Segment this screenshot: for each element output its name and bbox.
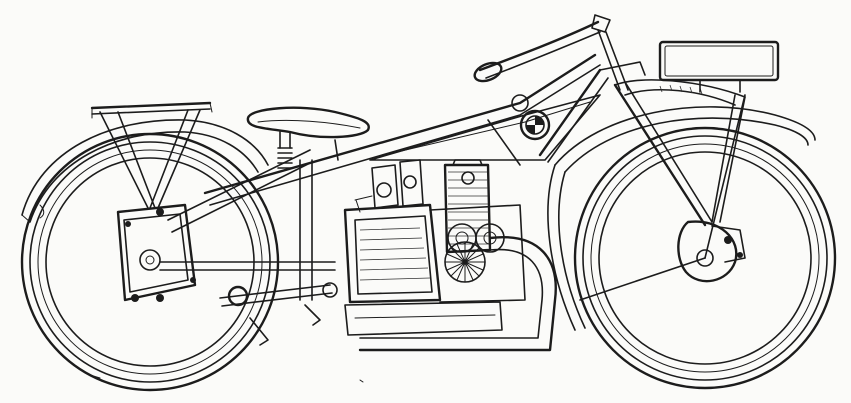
handlebar [473,14,646,91]
rear-fender-edge [21,204,45,223]
front-hub [677,220,746,283]
fuel-tank-inner [379,101,591,157]
exhaust-pipe-inner [359,248,544,339]
saddle [246,106,370,169]
ground-line [89,374,364,383]
number-plate [658,40,780,93]
front-fork [613,79,746,227]
frame-joint [511,94,529,112]
brake-rod [704,94,746,259]
engine [343,159,526,336]
rear-fender [21,119,269,216]
front-fender [554,106,816,166]
front-wheel [573,126,837,390]
front-fender-rear-arc-inner [558,171,586,329]
brand-roundel [519,109,551,141]
exhaust-pipe [358,235,557,352]
fuel-tank [369,94,601,161]
front-fender-inner [564,117,809,173]
front-fender-rear-arc [547,164,576,331]
footrest-linkage [219,282,338,346]
rear-fender-inner [29,131,259,223]
luggage-rack [90,101,213,209]
rear-hub [116,203,197,302]
frame [159,53,609,301]
